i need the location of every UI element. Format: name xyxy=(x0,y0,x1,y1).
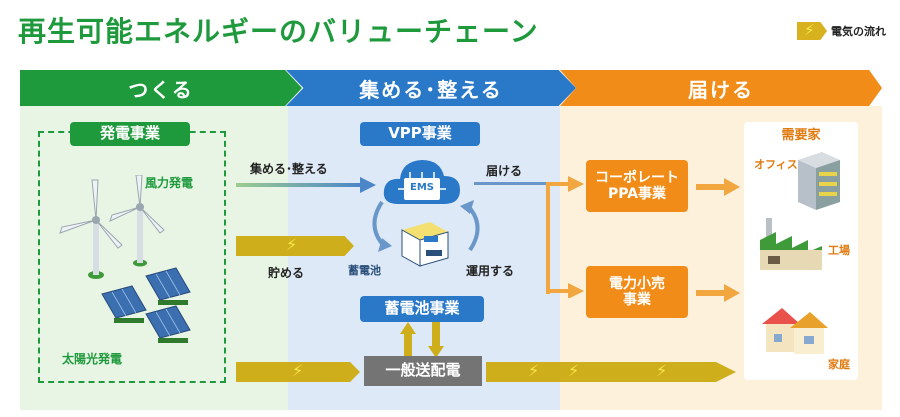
house-icon xyxy=(762,308,828,354)
store-power-arrow xyxy=(236,236,354,256)
page-title: 再生可能エネルギーのバリューチェーン xyxy=(18,15,539,48)
stage-collect-label: 集める･整える xyxy=(359,77,503,102)
battery-icon xyxy=(401,222,449,267)
legend: ⚡ 電気の流れ xyxy=(797,22,886,40)
home-label: 家庭 xyxy=(828,358,850,371)
generation-to-grid-arrow xyxy=(236,362,360,382)
stage-deliver-label: 届ける xyxy=(688,77,754,102)
battery-caption: 蓄電池 xyxy=(348,264,381,277)
lightning-icon: ⚡ xyxy=(656,361,668,380)
legend-label: 電気の流れ xyxy=(831,25,886,38)
zone-make xyxy=(20,106,288,410)
wind-turbine-icon xyxy=(59,175,165,279)
demand-label: 需要家 xyxy=(781,128,821,143)
lightning-icon: ⚡ xyxy=(528,361,540,380)
wind-label: 風力発電 xyxy=(145,176,194,190)
cloud-icon xyxy=(383,160,460,204)
stage-make: つくる xyxy=(20,70,302,106)
stage-collect: 集める･整える xyxy=(286,70,576,106)
lightning-icon: ⚡ xyxy=(568,361,580,380)
battery-grid-connector xyxy=(400,322,444,358)
lightning-arrow-icon: ⚡ xyxy=(797,22,827,40)
collect-flow-label: 集める･整える xyxy=(250,162,328,176)
operate-flow-label: 運用する xyxy=(466,264,515,278)
lightning-icon: ⚡ xyxy=(292,361,304,380)
lightning-icon: ⚡ xyxy=(286,235,298,254)
grid-to-demand-arrow xyxy=(486,362,736,382)
stage-deliver: 届ける xyxy=(560,70,882,106)
retail-to-demand-arrow xyxy=(696,284,740,302)
deliver-connector xyxy=(474,176,584,298)
solar-panel-icon xyxy=(101,267,191,343)
grid-label: 一般送配電 xyxy=(364,356,482,386)
cycle-arrows xyxy=(372,200,480,252)
ppa-to-demand-arrow xyxy=(696,178,740,196)
deliver-flow-label: 届ける xyxy=(486,164,523,178)
stage-make-label: つくる xyxy=(128,77,194,102)
solar-label: 太陽光発電 xyxy=(62,352,123,366)
store-flow-label: 貯める xyxy=(268,266,305,280)
corporate-ppa-box: コーポレート PPA事業 xyxy=(586,160,688,212)
office-label: オフィス xyxy=(754,158,798,171)
collect-arrow xyxy=(236,177,376,193)
office-building-icon xyxy=(798,152,840,210)
battery-business-label: 蓄電池事業 xyxy=(360,296,484,322)
ems-label: EMS xyxy=(410,182,434,193)
vpp-label: VPP事業 xyxy=(360,122,480,146)
retail-box: 電力小売 事業 xyxy=(586,266,688,318)
factory-icon xyxy=(760,218,822,270)
factory-label: 工場 xyxy=(828,244,850,257)
generation-label: 発電事業 xyxy=(70,122,190,146)
